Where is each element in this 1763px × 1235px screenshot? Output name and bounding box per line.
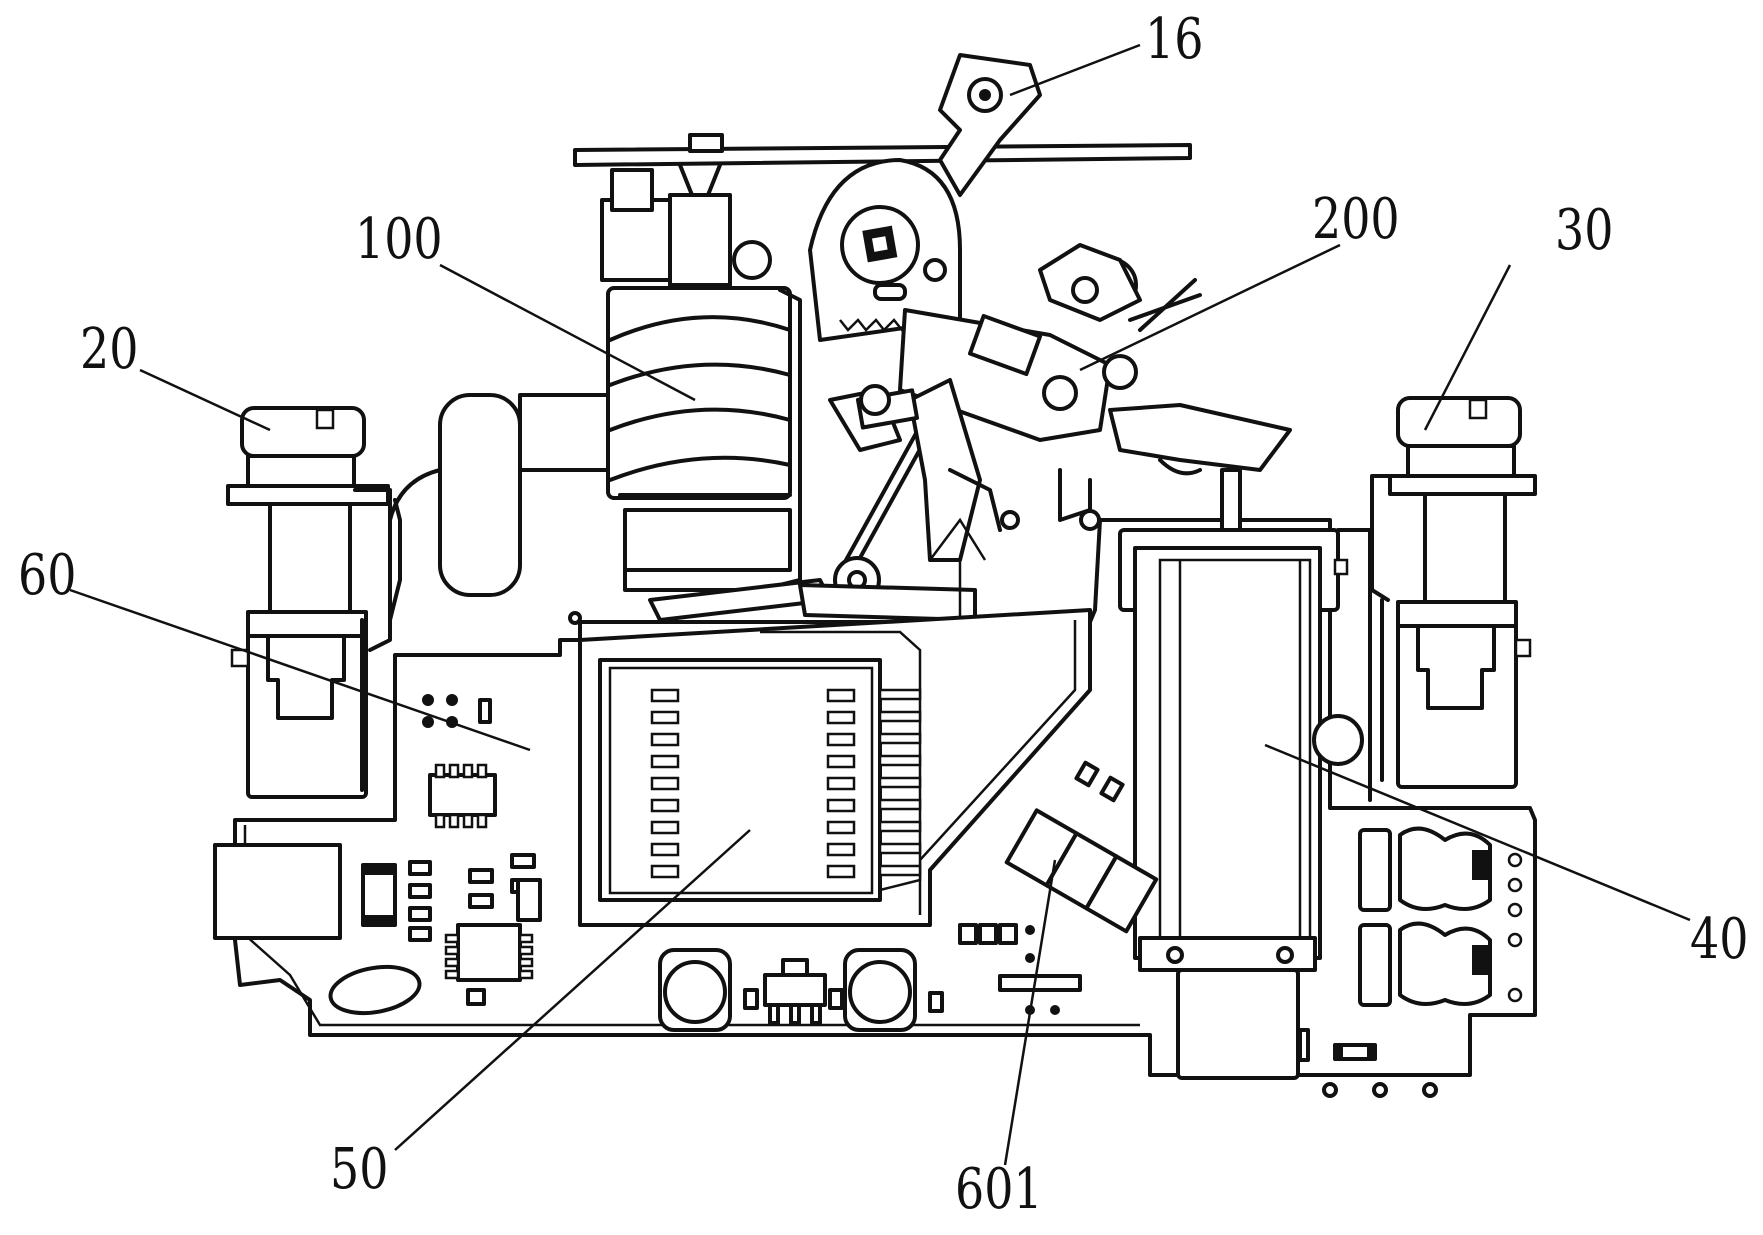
leader-60 (69, 588, 531, 752)
leader-50 (394, 829, 751, 1151)
terminal-20 (226, 406, 402, 799)
pcb-left-components (213, 611, 582, 1016)
terminal-30 (1370, 396, 1537, 789)
leader-16 (1009, 43, 1141, 97)
coil-100 (573, 133, 1192, 622)
mechanism-200 (798, 53, 1292, 622)
pcb-right-components (1298, 826, 1523, 1098)
component-group-601 (1004, 760, 1159, 934)
leader-20 (139, 368, 271, 432)
leader-100 (439, 263, 696, 402)
label-50: 50 (330, 1137, 389, 1202)
actuator-40 (1118, 468, 1372, 1080)
label-40: 40 (1690, 907, 1749, 972)
module-pads (650, 688, 922, 879)
label-20: 20 (80, 317, 139, 382)
leader-30 (1423, 264, 1512, 431)
label-601: 601 (955, 1157, 1043, 1222)
leader-200 (1079, 243, 1341, 372)
ic-pins (434, 763, 534, 980)
leader-40 (1264, 743, 1691, 922)
label-16: 16 (1145, 7, 1204, 72)
label-30: 30 (1555, 198, 1614, 263)
leader-601 (1003, 859, 1057, 1166)
label-60: 60 (18, 543, 77, 608)
label-100: 100 (355, 207, 443, 272)
pcb-bottom-components (658, 923, 1082, 1032)
label-200: 200 (1312, 187, 1400, 252)
